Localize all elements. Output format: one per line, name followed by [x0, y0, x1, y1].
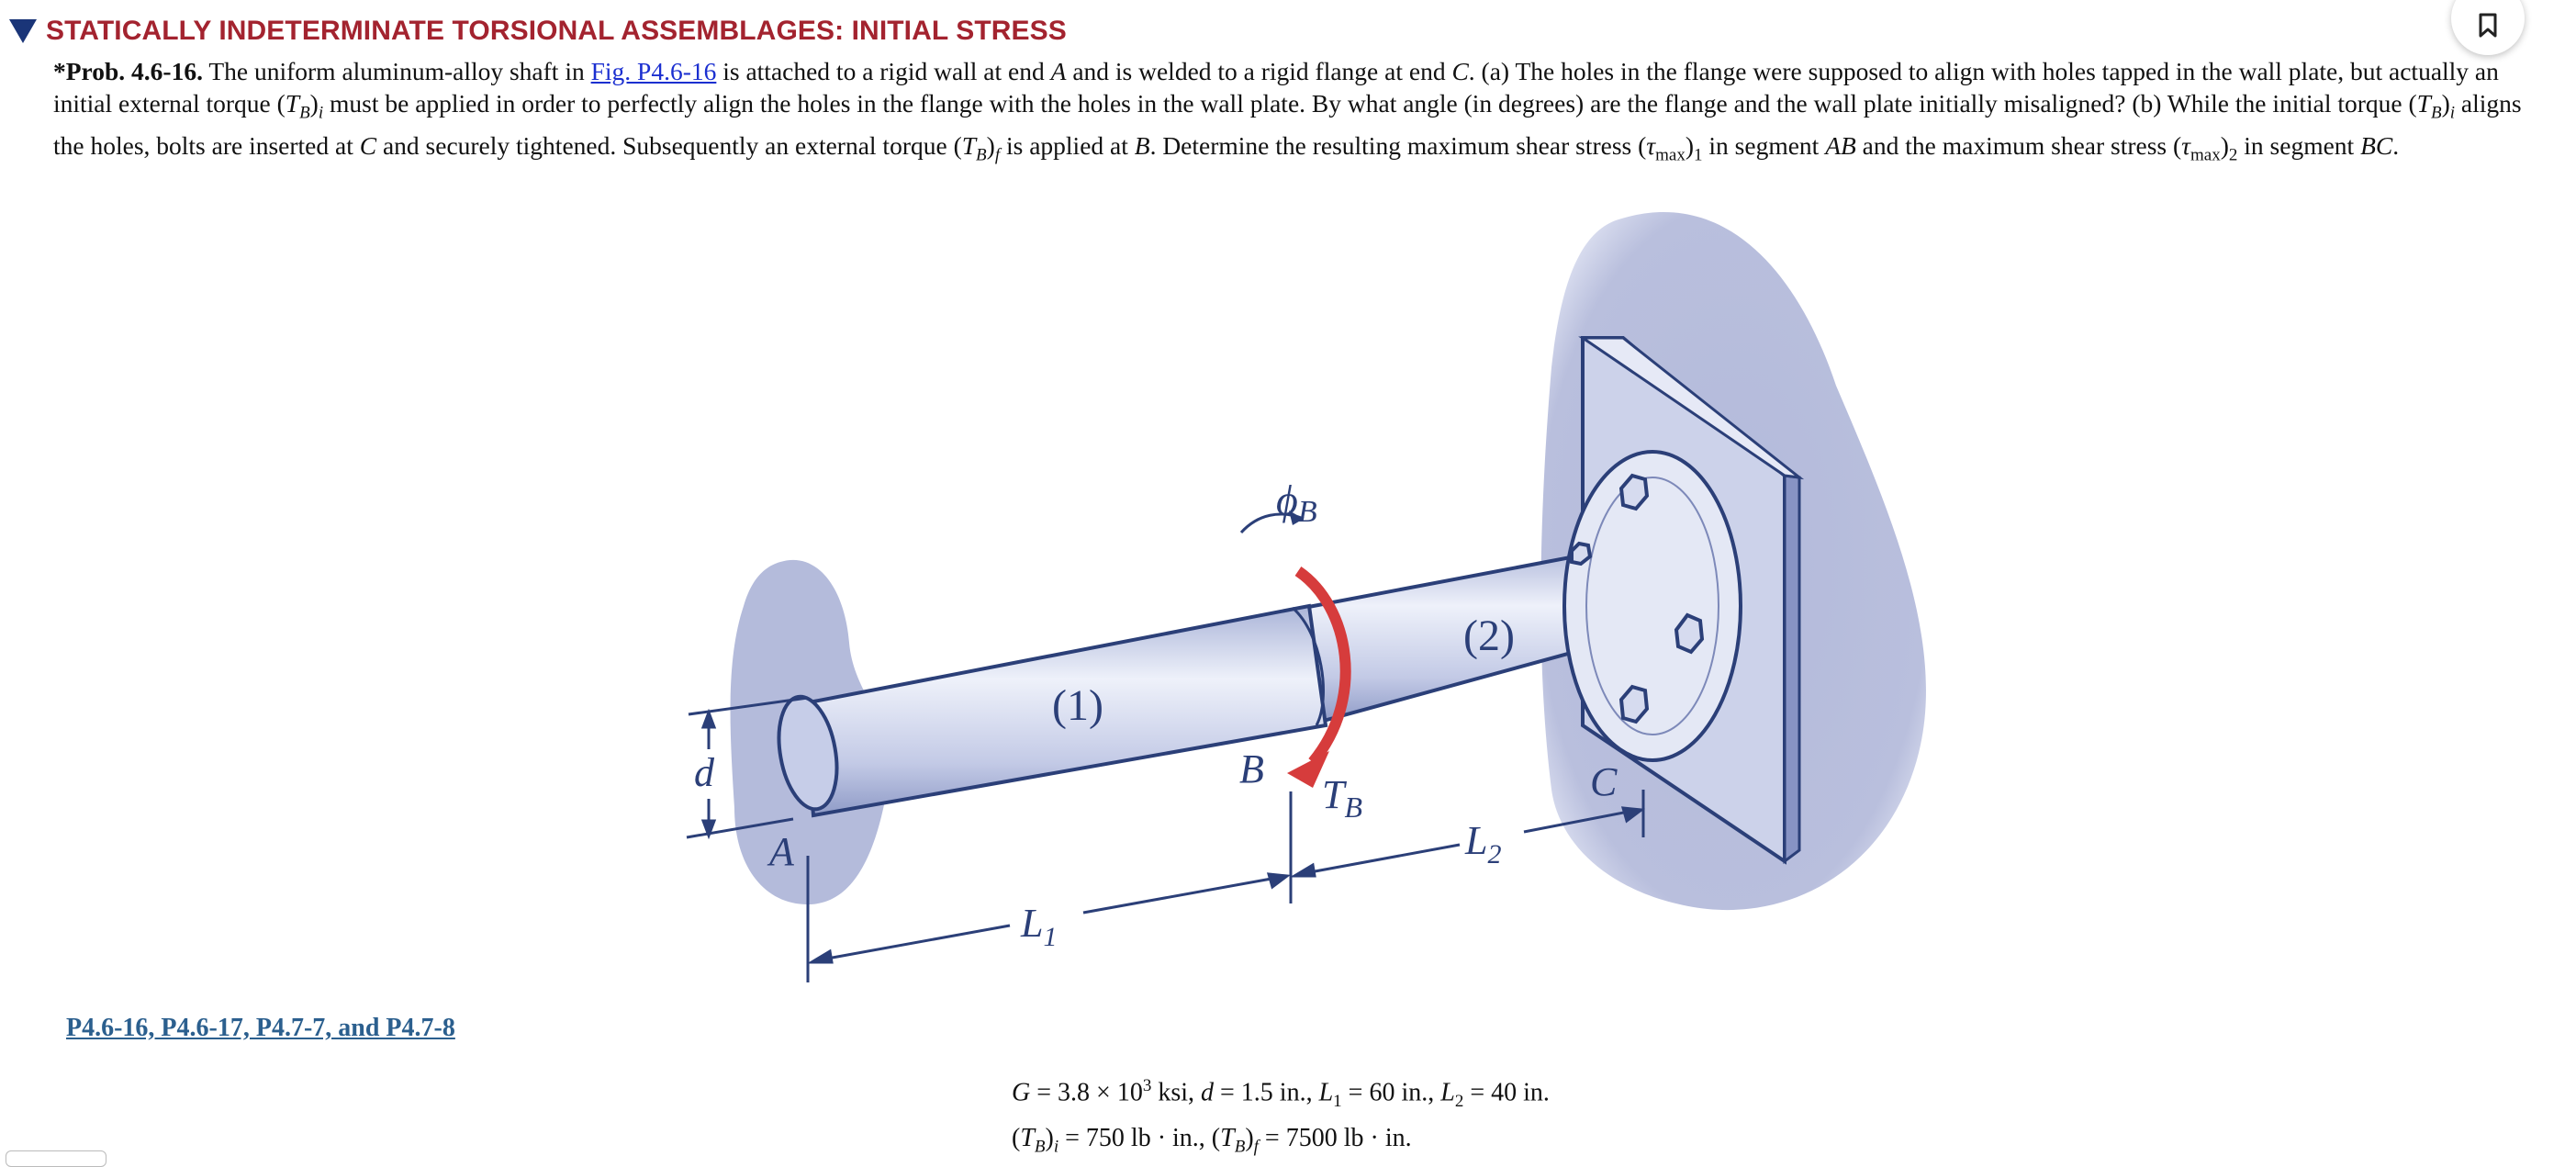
arrow-left-icon — [1289, 862, 1316, 878]
math-TBi: (TB)i — [276, 89, 324, 123]
flange — [1562, 450, 1742, 762]
wall-plate-edge — [1783, 474, 1801, 864]
label-a: A — [767, 829, 795, 874]
label-b: B — [1239, 746, 1264, 791]
problem-text: and securely tightened. Subsequently an … — [376, 130, 954, 160]
torque-arrowhead-icon — [1287, 751, 1329, 788]
problem-label: *Prob. 4.6-16. — [53, 57, 203, 85]
label-segment-2: (2) — [1463, 612, 1515, 660]
arrow-up-icon — [700, 708, 717, 729]
math-TBi: (TB)i — [2408, 89, 2456, 123]
problem-text: . Determine the resulting maximum shear … — [1149, 130, 1639, 160]
label-c: C — [1590, 759, 1618, 804]
math-B: B — [1134, 130, 1150, 160]
problem-text: in segment — [1702, 130, 1826, 160]
problem-statement: *Prob. 4.6-16. The uniform aluminum-allo… — [53, 55, 2550, 171]
bolt-icon — [1618, 473, 1650, 511]
figure-link[interactable]: P4.6-16, P4.6-17, P4.7-7, and P4.7-8 — [66, 1014, 455, 1042]
torque-arrow — [1294, 567, 1351, 766]
section-title: STATICALLY INDETERMINATE TORSIONAL ASSEM… — [46, 16, 1067, 46]
bolt-heads — [1570, 473, 1705, 724]
label-l2: L2 — [1464, 818, 1501, 870]
math-C: C — [1451, 57, 1469, 85]
math-A: A — [1050, 57, 1067, 85]
label-d: d — [694, 750, 715, 795]
wall-plate-top — [1578, 336, 1805, 480]
section-header[interactable]: STATICALLY INDETERMINATE TORSIONAL ASSEM… — [9, 13, 1067, 50]
bookmark-icon — [2479, 13, 2497, 38]
given-line-2: (TB)i = 750 lb · in., (TB)f = 7500 lb · … — [1012, 1123, 1412, 1157]
section-line-b — [1292, 606, 1326, 726]
given-line-1: G = 3.8 × 103 ksi, d = 1.5 in., L1 = 60 … — [1012, 1076, 1550, 1111]
given-values: G = 3.8 × 103 ksi, d = 1.5 in., L1 = 60 … — [1012, 1068, 1550, 1166]
arrow-down-icon — [700, 819, 717, 840]
problem-text: . — [2392, 130, 2400, 160]
math-C: C — [359, 130, 377, 160]
math-TBf: (TB)f — [953, 130, 1001, 165]
dimension-lengths — [806, 790, 1645, 982]
bolt-icon — [1674, 612, 1705, 655]
arrow-right-icon — [1266, 872, 1291, 890]
math-BC: BC — [2360, 130, 2393, 160]
math-AB: AB — [1825, 130, 1856, 160]
arrow-left-icon — [806, 948, 834, 964]
label-l1: L1 — [1020, 901, 1057, 952]
problem-text: and is welded to a rigid flange at end — [1066, 57, 1452, 85]
bottom-button-stub[interactable] — [6, 1150, 106, 1167]
problem-text: and the maximum shear stress — [1855, 130, 2173, 160]
arrow-right-icon — [1620, 806, 1645, 824]
label-tb: TB — [1322, 772, 1362, 824]
problem-text: must be applied in order to perfectly al… — [323, 89, 2409, 118]
math-tau1: (τmax)1 — [1638, 130, 1703, 165]
math-tau2: (τmax)2 — [2173, 130, 2238, 165]
label-segment-1: (1) — [1052, 681, 1103, 730]
flange-inner — [1585, 477, 1719, 735]
dimension-d — [686, 696, 809, 840]
problem-text: is attached to a rigid wall at end — [716, 57, 1051, 85]
problem-text: The uniform aluminum-alloy shaft in — [202, 57, 591, 85]
shaft-end-a — [777, 694, 839, 812]
bolt-icon — [1570, 541, 1593, 567]
problem-text: is applied at — [1000, 130, 1135, 160]
label-phib: ϕB — [1276, 477, 1317, 529]
problem-text: in segment — [2237, 130, 2361, 160]
problem-text: aligns the holes, bolts are inserted at — [53, 89, 2522, 160]
phi-arrowhead-icon — [1289, 511, 1304, 525]
problem-text: . (a) The holes in the flange were suppo… — [53, 57, 2499, 118]
collapse-triangle-icon[interactable] — [9, 19, 37, 43]
figure-link-inline[interactable]: Fig. P4.6-16 — [590, 57, 717, 85]
bolt-icon — [1618, 684, 1650, 724]
